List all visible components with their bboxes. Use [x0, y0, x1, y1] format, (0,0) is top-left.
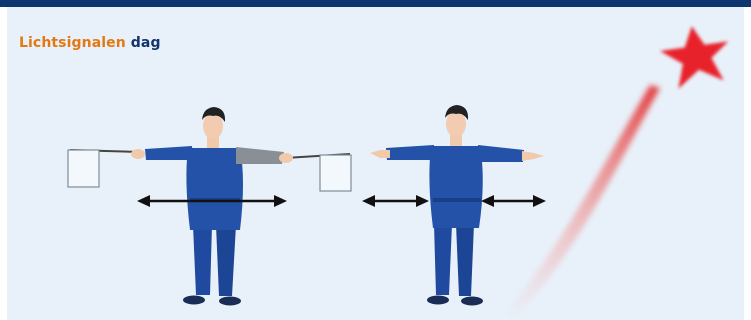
flag-icon	[285, 154, 351, 191]
signal-flare-star-icon	[657, 22, 734, 91]
double-arrow-icon	[481, 195, 546, 207]
signal-flare	[500, 22, 734, 318]
figure-pointing	[362, 105, 546, 306]
figure-with-flags	[68, 107, 351, 306]
double-arrow-icon	[362, 195, 429, 207]
flag-icon	[68, 150, 140, 187]
